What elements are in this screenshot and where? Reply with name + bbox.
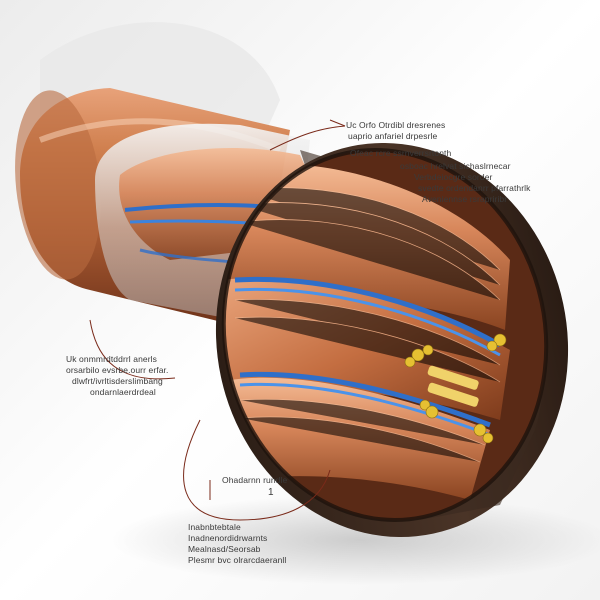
annotation-line: svedte ordendanrr pfarrathrlk <box>418 183 531 193</box>
annotation-bottom-left: Inabnbtebtale Inadnenordidrwarnts Mealna… <box>188 522 286 566</box>
annotation-line: Ofeac rcre ssrnverrsrtonth <box>350 148 452 158</box>
annotation-line: Verbdeiocgre sorder <box>414 172 493 182</box>
annotation-line: Aveniennse rsrapriribr <box>422 194 508 204</box>
annotation-line: Mealnasd/Seorsab <box>188 544 261 554</box>
annotation-top-right: Uc Orfo Otrdibl dresrenes uaprio anfarie… <box>346 120 531 205</box>
annotation-bottom-middle: Ohadarnn rundle <box>222 475 287 486</box>
cable-shadow <box>110 495 600 585</box>
annotation-line: orsarbilo evsrbe.ourr erfar. <box>66 365 169 375</box>
annotation-line: osboac hrelvat sichaslrnecar <box>400 161 511 171</box>
annotation-left-middle: Uk onmmrdtddrrl anerls orsarbilo evsrbe.… <box>66 354 168 398</box>
annotation-line: Plesmr bvc olrarcdaeranll <box>188 555 287 565</box>
annotation-leader-lines <box>89 119 346 521</box>
annotation-line: Inabnbtebtale <box>188 522 241 532</box>
annotation-line: Ohadarnn rundle <box>222 475 288 485</box>
annotation-marker: 1 <box>268 487 274 498</box>
yellow-conductor-cores <box>427 365 479 407</box>
annotation-line: Uc Orfo Otrdibl dresrenes <box>346 120 446 130</box>
gold-strand-ends <box>404 333 507 444</box>
annotation-line: Inadnenordidrwarnts <box>188 533 268 543</box>
annotation-line: Uk onmmrdtddrrl anerls <box>66 354 158 364</box>
annotation-line: uaprio anfariel drpesrle <box>348 131 438 141</box>
blue-insulation <box>234 276 502 437</box>
annotation-line: dlwfrt/ivrltisderslimbang <box>72 376 163 386</box>
annotation-line: ondarnlaerdrdeal <box>90 387 156 397</box>
